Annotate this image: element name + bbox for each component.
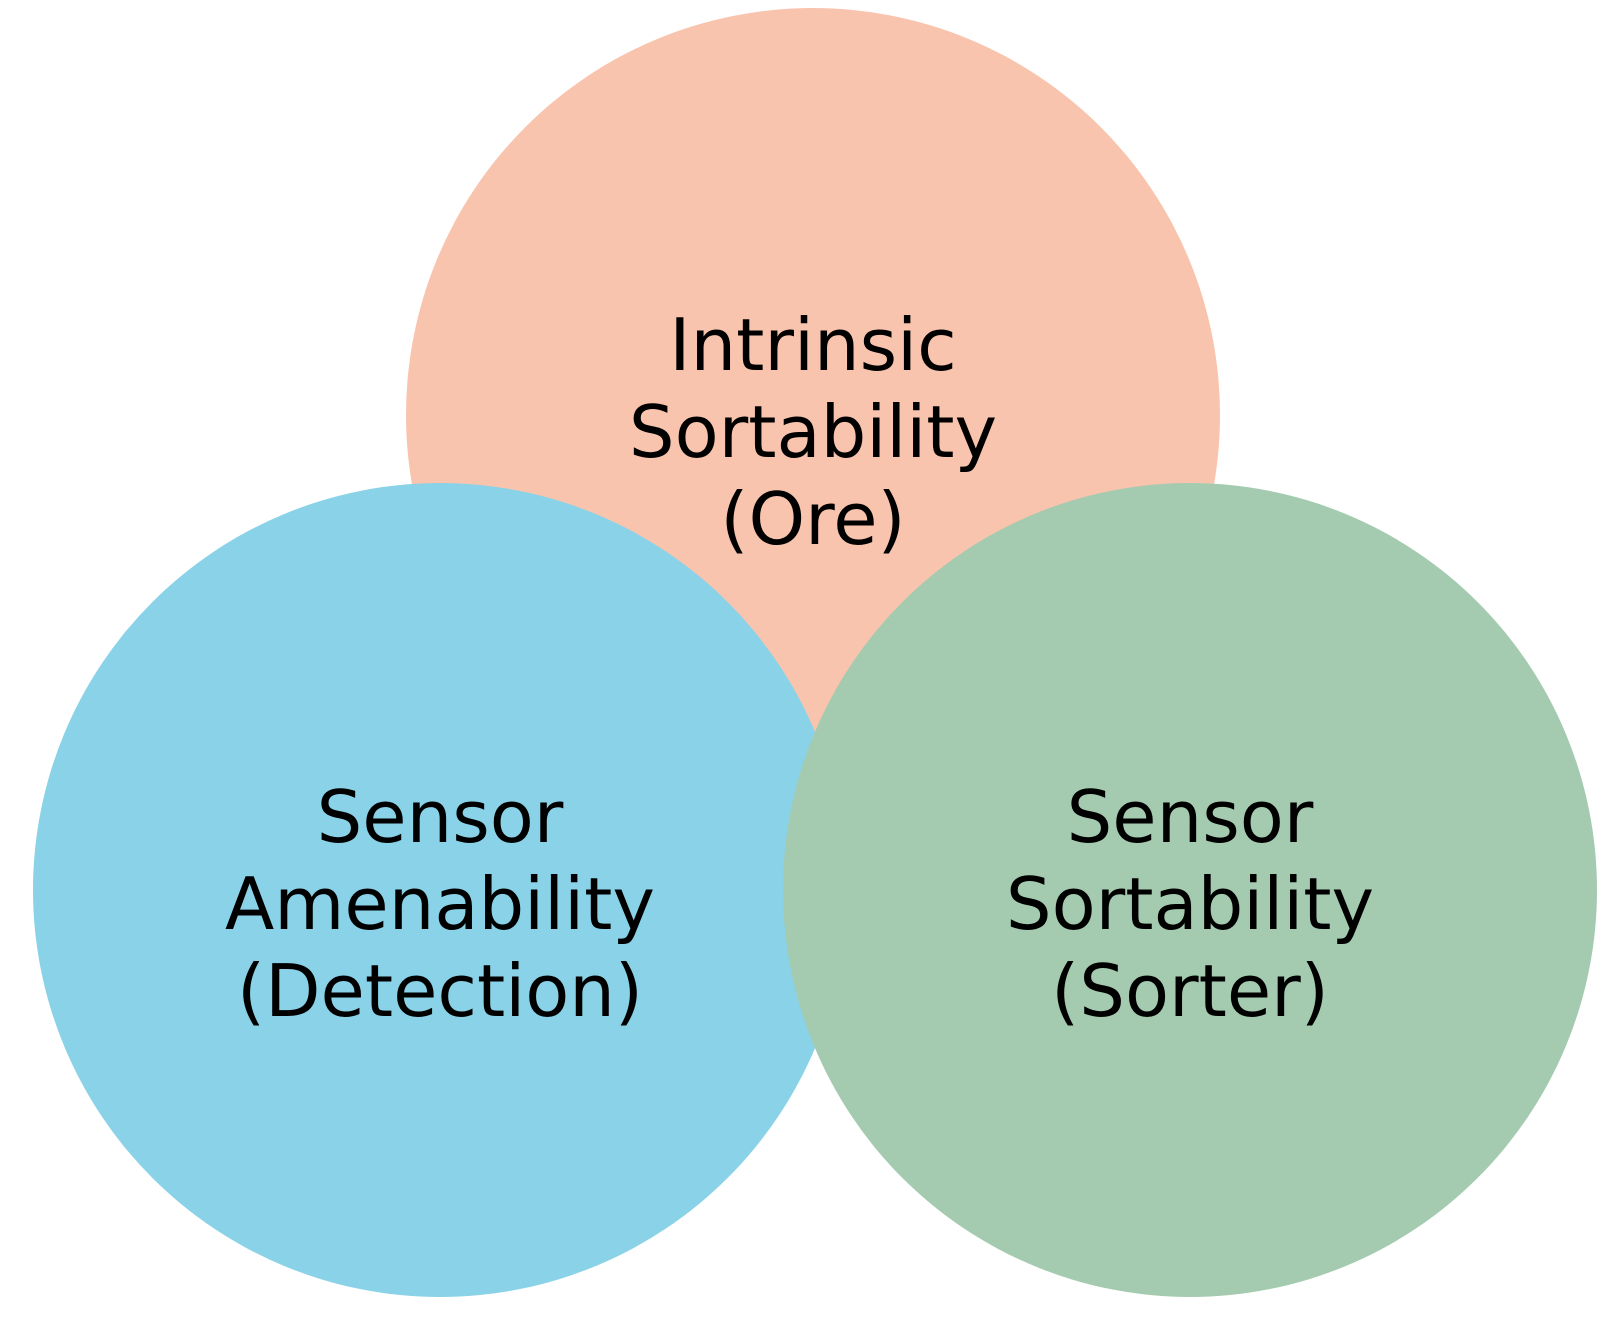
label-ore-line-2: Sortability <box>629 390 997 474</box>
circle-sorter <box>783 483 1597 1297</box>
label-detection-line-3: (Detection) <box>237 949 643 1033</box>
label-sorter-line-3: (Sorter) <box>1051 949 1329 1033</box>
label-ore-line-3: (Ore) <box>720 477 905 561</box>
label-sorter-line-1: Sensor <box>1067 775 1314 859</box>
label-detection-line-2: Amenability <box>225 862 655 946</box>
label-ore-line-1: Intrinsic <box>669 303 956 387</box>
label-sorter: Sensor Sortability (Sorter) <box>1006 775 1374 1033</box>
circle-detection <box>33 483 847 1297</box>
label-sorter-line-2: Sortability <box>1006 862 1374 946</box>
label-ore: Intrinsic Sortability (Ore) <box>629 303 997 561</box>
label-detection: Sensor Amenability (Detection) <box>225 775 655 1033</box>
label-detection-line-1: Sensor <box>317 775 564 859</box>
